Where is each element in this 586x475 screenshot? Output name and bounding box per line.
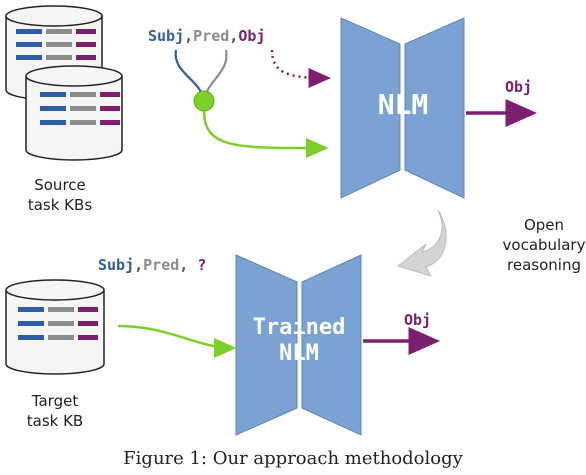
target-label-line2: task KB xyxy=(27,412,83,430)
triple-top-pred: Pred xyxy=(193,27,229,45)
figure-caption: Figure 1: Our approach methodology xyxy=(123,448,463,469)
nlm-top-shape xyxy=(340,17,465,199)
triple-bottom-text: Subj,Pred,? xyxy=(98,256,206,274)
triple-top-obj: Obj xyxy=(238,27,265,45)
embedding-arrow-bottom xyxy=(117,324,237,358)
reasoning-line2: vocabulary xyxy=(503,236,586,254)
embedding-arrow-top xyxy=(202,110,329,159)
nlm-bottom-output-label: Obj xyxy=(404,311,431,329)
triple-top-comma1: , xyxy=(184,27,193,45)
source-label-line2: task KBs xyxy=(28,196,92,214)
subj-merge-line xyxy=(174,49,205,99)
triple-bottom-subj: Subj xyxy=(98,256,134,274)
triple-top-text: Subj,Pred,Obj xyxy=(148,27,265,45)
nlm-top-output-label: Obj xyxy=(505,78,532,96)
transfer-curved-arrow xyxy=(396,209,447,277)
triple-bottom-comma2: , xyxy=(179,256,188,274)
source-kb-back-rows xyxy=(16,29,96,60)
reasoning-line1: Open xyxy=(524,216,564,234)
source-kb-front-cylinder xyxy=(25,65,123,161)
target-kb-cylinder xyxy=(5,279,105,375)
source-label-line1: Source xyxy=(34,176,86,194)
triple-top-comma2: , xyxy=(229,27,238,45)
source-kb-front-rows xyxy=(40,92,120,125)
pred-merge-line xyxy=(203,49,228,99)
triple-bottom-comma1: , xyxy=(134,256,143,274)
merge-node xyxy=(193,90,215,112)
reasoning-line3: reasoning xyxy=(507,256,581,274)
triple-bottom-query: ? xyxy=(197,256,206,274)
nlm-top-label: NLM xyxy=(378,88,429,121)
nlm-bottom-label-line1: Trained xyxy=(253,315,346,340)
triple-top-subj: Subj xyxy=(148,27,184,45)
triple-bottom-pred: Pred xyxy=(143,256,179,274)
nlm-bottom-shape xyxy=(235,254,362,436)
obj-dotted-arrow xyxy=(270,49,331,88)
target-label-line1: Target xyxy=(31,392,79,410)
target-kb-rows xyxy=(18,307,98,340)
nlm-bottom-label-line2: NLM xyxy=(279,341,319,366)
